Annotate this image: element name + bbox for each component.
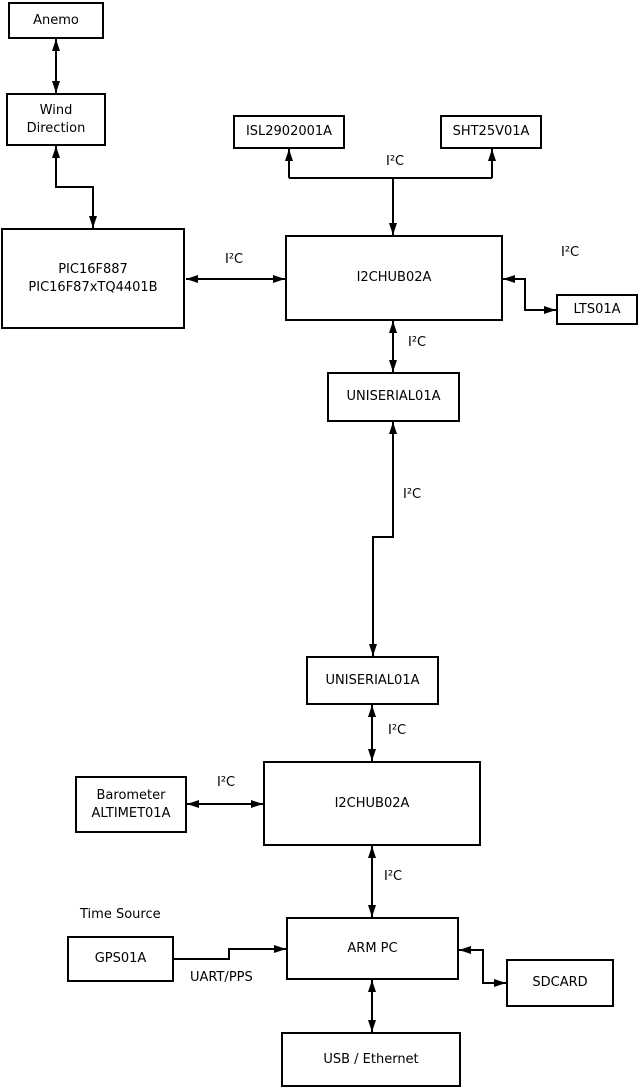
- node-uniserial-upper: UNISERIAL01A: [327, 372, 460, 422]
- node-i2chub-bottom: I2CHUB02A: [263, 761, 481, 846]
- node-usb-ethernet-label: USB / Ethernet: [323, 1051, 419, 1067]
- node-uniserial-upper-label: UNISERIAL01A: [346, 389, 441, 405]
- node-uniserial-lower: UNISERIAL01A: [306, 656, 439, 705]
- edge-armpc-sdcard: [459, 946, 506, 987]
- node-anemo-label: Anemo: [33, 12, 79, 28]
- label-uart-pps: UART/PPS: [190, 970, 253, 985]
- node-sht25v01a: SHT25V01A: [440, 115, 542, 149]
- edge-uniserial-upper-lower: [369, 422, 397, 656]
- node-i2chub-top: I2CHUB02A: [285, 235, 503, 321]
- node-i2chub-bottom-label: I2CHUB02A: [334, 795, 410, 811]
- node-wind-direction-line1: Wind: [39, 103, 73, 119]
- label-i2c-hub2-armpc: I²C: [384, 869, 403, 884]
- label-time-source: Time Source: [80, 907, 161, 922]
- node-lts01a-label: LTS01A: [573, 301, 621, 317]
- node-barometer-line1: Barometer: [96, 788, 166, 804]
- node-wind-direction: Wind Direction: [6, 93, 106, 146]
- node-pic16f887-line1: PIC16F887: [58, 262, 128, 278]
- node-sdcard: SDCARD: [506, 959, 614, 1007]
- node-gps01a: GPS01A: [67, 936, 174, 982]
- node-gps01a-label: GPS01A: [94, 951, 147, 967]
- label-i2c-barometer-hub2: I²C: [217, 775, 236, 790]
- node-lts01a: LTS01A: [556, 294, 638, 325]
- node-arm-pc: ARM PC: [286, 917, 459, 980]
- node-pic16f887-line2: PIC16F87xTQ4401B: [28, 279, 158, 295]
- node-i2chub-top-label: I2CHUB02A: [356, 270, 432, 286]
- label-i2c-hub1-uniserial: I²C: [408, 335, 427, 350]
- node-isl2902001a: ISL2902001A: [233, 115, 345, 149]
- label-i2c-pic-hub1: I²C: [225, 252, 244, 267]
- node-pic16f887: PIC16F887 PIC16F87xTQ4401B: [1, 228, 185, 329]
- node-usb-ethernet: USB / Ethernet: [281, 1032, 461, 1087]
- node-barometer-line2: ALTIMET01A: [91, 805, 171, 821]
- edge-hub1-lts: [503, 275, 556, 314]
- node-isl2902001a-label: ISL2902001A: [245, 124, 333, 140]
- edge-wind-pic: [52, 146, 97, 228]
- node-anemo: Anemo: [8, 2, 104, 39]
- node-sht25v01a-label: SHT25V01A: [452, 124, 530, 140]
- node-arm-pc-label: ARM PC: [347, 940, 398, 956]
- node-sdcard-label: SDCARD: [532, 975, 588, 991]
- label-i2c-sensor-bus: I²C: [386, 154, 405, 169]
- edge-gps-armpc: [174, 945, 286, 960]
- node-wind-direction-line2: Direction: [26, 120, 86, 136]
- label-i2c-hub1-lts: I²C: [561, 245, 580, 260]
- node-barometer: Barometer ALTIMET01A: [75, 776, 187, 833]
- label-i2c-uniserial-link: I²C: [403, 487, 422, 502]
- label-i2c-uniserial-hub2: I²C: [388, 723, 407, 738]
- node-uniserial-lower-label: UNISERIAL01A: [325, 672, 420, 688]
